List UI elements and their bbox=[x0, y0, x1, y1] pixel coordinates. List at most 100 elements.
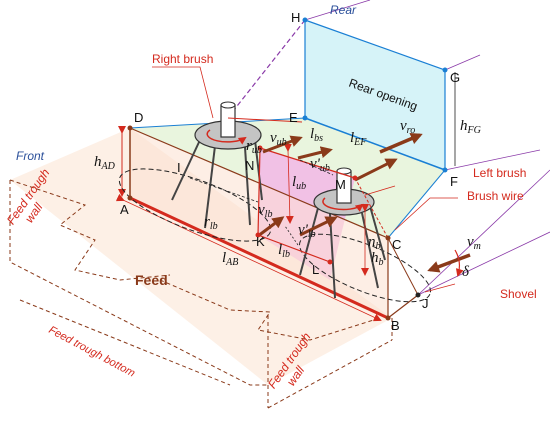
line-center-M bbox=[299, 159, 334, 176]
symbol-v-lb-sub: lb bbox=[265, 209, 273, 220]
edge-F-extension bbox=[444, 149, 541, 171]
rear-label: Rear bbox=[330, 3, 357, 17]
label-K: K bbox=[256, 234, 265, 249]
callout-leaders bbox=[152, 66, 458, 293]
symbol-l-lb: llb bbox=[278, 242, 290, 260]
rear-guide-line bbox=[304, 0, 371, 21]
right-brush bbox=[171, 101, 263, 229]
left-brush bbox=[299, 167, 386, 299]
symbol-v-ub-prime-sub: ub bbox=[320, 163, 330, 174]
right-brush-leg-4 bbox=[254, 139, 263, 201]
symbol-l-EF-sub: EF bbox=[353, 137, 367, 148]
point-labels: D A B C E F G H I J K L M N bbox=[120, 10, 460, 333]
right-brush-shaft-top bbox=[220, 101, 236, 109]
label-H: H bbox=[291, 10, 300, 25]
label-I: I bbox=[177, 160, 181, 175]
rear-dashed-edge bbox=[229, 19, 306, 116]
left-brush-leg-1 bbox=[299, 207, 319, 276]
symbol-l-ub-sub: ub bbox=[296, 181, 306, 192]
v-ub-arrow bbox=[262, 135, 303, 154]
symbol-l-bs-sub: bs bbox=[314, 133, 323, 144]
symbol-l-AB-sub: AB bbox=[225, 257, 238, 268]
line-M-C bbox=[354, 177, 389, 239]
box-edges bbox=[115, 72, 456, 322]
left-brush-leader bbox=[364, 185, 396, 196]
symbol-n-b-sub: b bbox=[376, 241, 381, 252]
feed-label: Feed bbox=[135, 272, 168, 288]
symbol-v-ro-sub: ro bbox=[407, 125, 416, 136]
line-N-K bbox=[257, 147, 261, 236]
right-brush-leader bbox=[152, 66, 214, 119]
symbol-h-AD-sub: AD bbox=[101, 161, 116, 172]
symbol-delta: δ bbox=[462, 264, 470, 280]
feed-trough-left-outline bbox=[9, 180, 268, 386]
symbol-h-FG-sub: FG bbox=[467, 125, 481, 136]
dimension-l-AB bbox=[115, 193, 382, 322]
left-brush-leg-4 bbox=[369, 205, 386, 261]
math-symbols: hAD rub vub v'ub lbs lEF vro hFG lub rlb… bbox=[94, 118, 481, 280]
v-ro-arrow bbox=[379, 132, 423, 154]
delta-angle-arc bbox=[454, 249, 464, 277]
right-brush-shaft bbox=[220, 104, 236, 138]
geometry-lines bbox=[189, 117, 389, 276]
symbol-v-m-sub: m bbox=[474, 241, 481, 252]
point-F-marker bbox=[442, 167, 448, 173]
label-N: N bbox=[245, 158, 254, 173]
symbol-l-lb-sub: lb bbox=[282, 249, 290, 260]
v-ub-prime-arrow bbox=[297, 146, 333, 160]
line-K-L bbox=[257, 234, 331, 263]
label-D: D bbox=[134, 110, 143, 125]
symbol-v-lb-prime-sub: lb bbox=[308, 229, 316, 240]
right-brush-rotation-arrow bbox=[206, 129, 247, 145]
v-lb-prime-arrow bbox=[299, 216, 338, 237]
v-m-arrow bbox=[427, 253, 471, 273]
feed-trough-wall-right-edge bbox=[267, 315, 393, 409]
point-G-marker bbox=[442, 67, 448, 73]
point-D-marker bbox=[127, 125, 133, 131]
dimension-l-ub bbox=[283, 143, 294, 224]
v-ub-mid-arrow bbox=[354, 158, 398, 182]
label-A: A bbox=[120, 202, 129, 217]
point-A-marker bbox=[127, 195, 133, 201]
left-brush-label: Left brush bbox=[473, 166, 526, 180]
edge-C-J bbox=[387, 237, 419, 296]
symbol-v-m: vm bbox=[467, 234, 481, 252]
label-J: J bbox=[422, 296, 429, 311]
edge-B-J bbox=[387, 294, 419, 319]
point-H-marker bbox=[302, 17, 308, 23]
feed-trough-bottom-label: Feed trough bottom bbox=[47, 324, 137, 380]
shovel-label: Shovel bbox=[500, 287, 537, 301]
point-L-marker bbox=[327, 259, 333, 265]
symbol-r-ub-sub: ub bbox=[252, 145, 262, 156]
v-lb-arrow bbox=[257, 216, 285, 238]
edge-E-F bbox=[304, 117, 446, 171]
brush-sweep-ellipses bbox=[118, 168, 431, 303]
left-brush-sweep-ellipse bbox=[299, 233, 431, 303]
edge-F-C bbox=[387, 169, 446, 239]
point-J-marker bbox=[415, 292, 421, 298]
line-I-center bbox=[189, 177, 259, 203]
right-brush-label: Right brush bbox=[152, 52, 213, 66]
point-N-marker bbox=[257, 145, 263, 151]
label-C: C bbox=[392, 237, 401, 252]
line-right-brush-E bbox=[227, 117, 303, 123]
velocity-arrows bbox=[257, 132, 471, 277]
label-F: F bbox=[450, 174, 458, 189]
feed-trough-bottom-line bbox=[19, 299, 231, 386]
rear-guide-line-2 bbox=[444, 54, 481, 71]
label-E: E bbox=[289, 110, 298, 125]
point-K-marker bbox=[255, 232, 261, 238]
brush-wire-leader bbox=[394, 197, 458, 231]
right-brush-leg-3 bbox=[244, 146, 251, 226]
shovel-guide-1 bbox=[417, 169, 550, 296]
symbol-h-b-sub: b bbox=[379, 257, 384, 268]
symbol-r-lb-sub: lb bbox=[210, 221, 218, 232]
shovel-guide-2 bbox=[417, 231, 550, 296]
point-M-marker bbox=[352, 175, 358, 181]
brush-wire-label: Brush wire bbox=[467, 189, 524, 203]
vertex-points bbox=[127, 17, 448, 321]
symbol-h-FG: hFG bbox=[460, 118, 481, 136]
point-E-marker bbox=[302, 115, 308, 121]
